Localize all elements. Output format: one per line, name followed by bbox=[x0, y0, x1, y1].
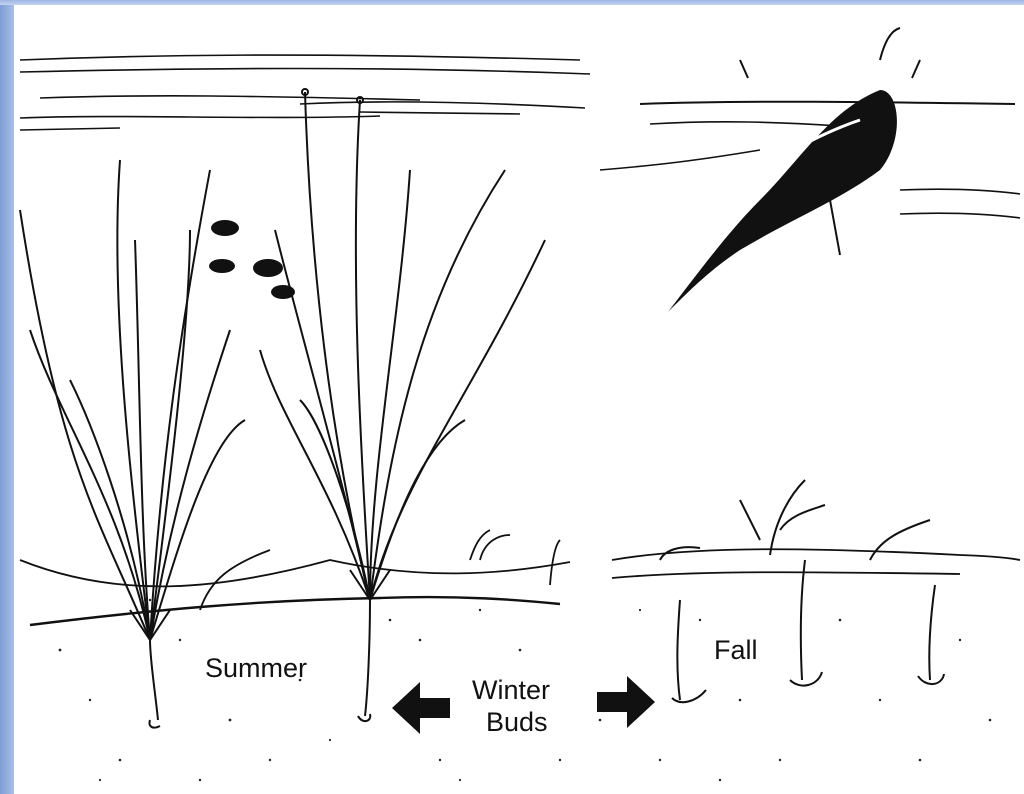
buds-label: Buds bbox=[486, 708, 548, 738]
summer-plant-left bbox=[20, 160, 245, 728]
diving-bird bbox=[668, 28, 920, 312]
right-arrow-icon bbox=[597, 676, 655, 728]
fall-label: Fall bbox=[714, 636, 758, 666]
summer-label: Summer bbox=[205, 654, 307, 684]
left-arrow-icon bbox=[392, 682, 450, 734]
fall-plants bbox=[660, 480, 944, 702]
lake-bottom bbox=[20, 549, 1020, 625]
winter-label: Winter bbox=[472, 676, 550, 706]
summer-plant-right bbox=[260, 89, 545, 721]
